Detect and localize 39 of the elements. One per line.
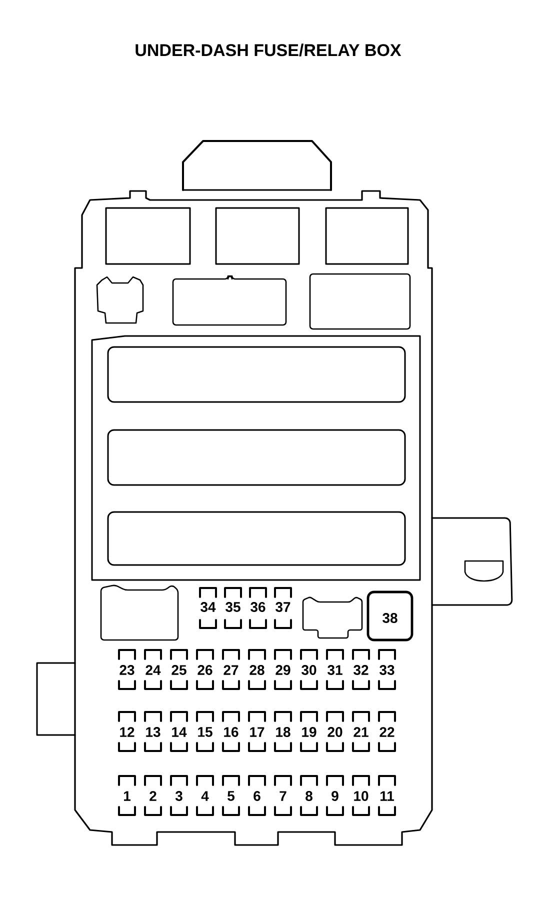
fuse-slot: 27 xyxy=(222,649,240,690)
fuse-slot: 30 xyxy=(300,649,318,690)
fuse-slot: 21 xyxy=(352,711,370,752)
fuse-slot: 22 xyxy=(378,711,396,752)
fuse-slot: 2 xyxy=(144,775,162,816)
fuse-slot: 7 xyxy=(274,775,292,816)
fuse-slot: 20 xyxy=(326,711,344,752)
fuse-slot: 14 xyxy=(170,711,188,752)
fuse-slot: 28 xyxy=(248,649,266,690)
fuse-slot: 17 xyxy=(248,711,266,752)
fuse-box: 38 xyxy=(366,590,414,642)
fuse-slot: 29 xyxy=(274,649,292,690)
fuse-slot: 33 xyxy=(378,649,396,690)
fuse-slot: 16 xyxy=(222,711,240,752)
fuse-slot: 37 xyxy=(274,587,292,629)
title: UNDER-DASH FUSE/RELAY BOX xyxy=(136,44,402,56)
fuse-slot: 10 xyxy=(352,775,370,816)
fuse-slot: 24 xyxy=(144,649,162,690)
fuse-slot: 13 xyxy=(144,711,162,752)
fuse-slot: 3 xyxy=(170,775,188,816)
fuse-slot: 6 xyxy=(248,775,266,816)
fuse-slot: 35 xyxy=(224,587,242,629)
fuse-slot: 11 xyxy=(378,775,396,816)
fuse-slot: 4 xyxy=(196,775,214,816)
fuse-slot: 36 xyxy=(249,587,267,629)
fuse-slot: 31 xyxy=(326,649,344,690)
fuse-slot: 26 xyxy=(196,649,214,690)
fuse-slot: 5 xyxy=(222,775,240,816)
fuse-slot: 34 xyxy=(199,587,217,629)
fuse-slot: 1 xyxy=(118,775,136,816)
fuse-slot: 15 xyxy=(196,711,214,752)
fuse-slot: 12 xyxy=(118,711,136,752)
fuse-slot: 19 xyxy=(300,711,318,752)
fuse-slot: 9 xyxy=(326,775,344,816)
fuse-slot: 32 xyxy=(352,649,370,690)
fuse-slot: 25 xyxy=(170,649,188,690)
fuse-slot: 18 xyxy=(274,711,292,752)
fuse-slot: 23 xyxy=(118,649,136,690)
fuse-slot: 8 xyxy=(300,775,318,816)
